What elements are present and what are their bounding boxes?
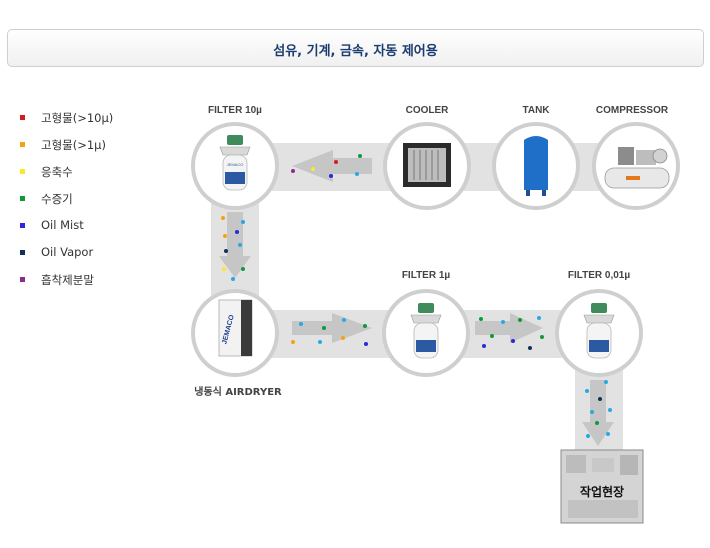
particle-dot — [358, 154, 362, 158]
flow-arrows — [219, 150, 614, 446]
legend-swatch — [20, 223, 25, 228]
arrow-down-icon — [582, 380, 614, 446]
filter-icon — [410, 303, 442, 359]
particle-dot — [329, 174, 333, 178]
particle-dot — [224, 249, 228, 253]
particle-dot — [606, 432, 610, 436]
legend-label: Oil Vapor — [41, 245, 94, 259]
particle-dot — [238, 243, 242, 247]
arrow-right-icon — [292, 313, 372, 343]
particle-dot — [334, 160, 338, 164]
particle-dot — [540, 335, 544, 339]
particle-dot — [598, 397, 602, 401]
particle-dot — [608, 408, 612, 412]
arrow-right-icon — [475, 313, 543, 343]
cooler-node — [383, 122, 471, 210]
particle-dot — [341, 336, 345, 340]
particle-dot — [311, 167, 315, 171]
worksite-label: 작업현장 — [579, 485, 625, 499]
cooler-icon — [403, 143, 451, 187]
particle-dot — [355, 172, 359, 176]
legend-swatch — [20, 196, 25, 201]
particle-dot — [342, 318, 346, 322]
filter-icon: JEMACO — [219, 135, 251, 191]
compressor-icon — [604, 147, 670, 189]
particle-dot — [586, 434, 590, 438]
legend-label: 고형물(>1μ) — [41, 138, 106, 152]
compressor-label: COMPRESSOR — [595, 105, 669, 116]
filter-10-node: JEMACO — [191, 122, 279, 210]
particle-dot — [235, 230, 239, 234]
legend-swatch — [20, 169, 25, 174]
particle-dot — [479, 317, 483, 321]
legend-label: 응축수 — [41, 165, 73, 179]
filter-10-label: FILTER 10µ — [208, 105, 262, 116]
particle-dot — [223, 234, 227, 238]
tank-icon — [524, 136, 548, 196]
particle-dot — [518, 318, 522, 322]
header-bar: 섬유, 기계, 금속, 자동 제어용 — [7, 29, 704, 67]
tank-node — [492, 122, 580, 210]
legend-swatch — [20, 142, 25, 147]
cooler-label: COOLER — [405, 105, 449, 116]
airdryer-label: 냉동식 AIRDRYER — [194, 387, 282, 398]
particle-dot — [537, 316, 541, 320]
legend-label: 고형물(>10μ) — [41, 111, 114, 125]
particle-dot — [511, 339, 515, 343]
legend-label: 수증기 — [41, 192, 73, 206]
particle-dot — [241, 267, 245, 271]
particles — [221, 154, 612, 438]
legend-label: 흡착제분말 — [41, 273, 94, 287]
particle-dot — [322, 326, 326, 330]
compressor-node — [592, 122, 680, 210]
particle-dot — [604, 380, 608, 384]
svg-text:JEMACO: JEMACO — [227, 162, 244, 167]
particle-dot — [490, 334, 494, 338]
legend-swatch — [20, 277, 25, 282]
filter-1-label: FILTER 1µ — [401, 270, 451, 281]
legend-swatch — [20, 250, 25, 255]
legend-label: Oil Mist — [41, 218, 84, 232]
particle-dot — [595, 421, 599, 425]
page-title: 섬유, 기계, 금속, 자동 제어용 — [273, 44, 438, 59]
particle-dot — [364, 342, 368, 346]
particle-dot — [241, 220, 245, 224]
tank-label: TANK — [522, 105, 550, 116]
particle-dot — [318, 340, 322, 344]
particle-dot — [222, 267, 226, 271]
particle-dot — [221, 216, 225, 220]
legend-swatch — [20, 115, 25, 120]
particle-dot — [291, 340, 295, 344]
particle-dot — [501, 320, 505, 324]
particle-dot — [482, 344, 486, 348]
arrow-down-icon — [219, 212, 251, 278]
particle-dot — [299, 322, 303, 326]
particle-dot — [291, 169, 295, 173]
particle-dot — [528, 346, 532, 350]
particle-dot — [585, 389, 589, 393]
filter-icon — [583, 303, 615, 359]
arrow-left-icon — [292, 150, 372, 182]
airdryer-node: JEMACO — [191, 289, 279, 377]
particle-dot — [231, 277, 235, 281]
airdryer-icon: JEMACO — [218, 299, 253, 357]
particle-dot — [590, 410, 594, 414]
particle-dot — [363, 324, 367, 328]
filter-001-label: FILTER 0,01µ — [567, 270, 631, 281]
filter-1-node — [382, 289, 470, 377]
filter-001-node — [555, 289, 643, 377]
worksite-box — [560, 449, 644, 524]
